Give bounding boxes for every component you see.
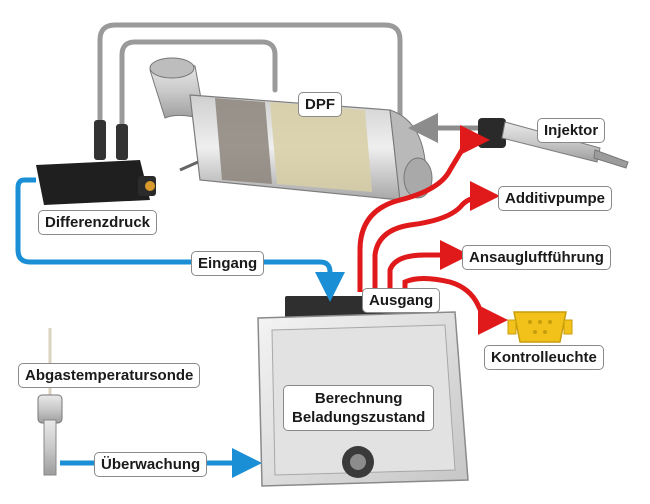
- warning-lamp-icon: [507, 311, 573, 343]
- pressure-hoses: [97, 22, 403, 133]
- additivpumpe-label: Additivpumpe: [498, 186, 612, 211]
- kontrollleuchte-label: Kontrolleuchte: [484, 345, 604, 370]
- ausgang-arrows: [357, 125, 508, 335]
- temperature-probe-icon: [37, 328, 63, 476]
- berechnung-line2: Beladungszustand: [292, 409, 426, 426]
- differenzdruck-label: Differenzdruck: [38, 210, 158, 235]
- injektor-label: Injektor: [537, 118, 606, 143]
- dpf-label: DPF: [298, 92, 342, 117]
- abgastemperatursonde-label: Abgastemperatursonde: [18, 363, 201, 388]
- eingang-label: Eingang: [191, 251, 265, 276]
- eingang-arrow: [15, 177, 345, 302]
- berechnung-label: Berechnung Beladungszustand: [283, 385, 435, 431]
- berechnung-line1: Berechnung: [314, 390, 403, 407]
- ansaugluftfuehrung-label: Ansaugluftführung: [462, 245, 611, 270]
- dpf-icon: [149, 57, 433, 201]
- ausgang-label: Ausgang: [362, 288, 441, 313]
- differential-pressure-sensor-icon: [36, 120, 156, 205]
- ueberwachung-label: Überwachung: [94, 452, 208, 477]
